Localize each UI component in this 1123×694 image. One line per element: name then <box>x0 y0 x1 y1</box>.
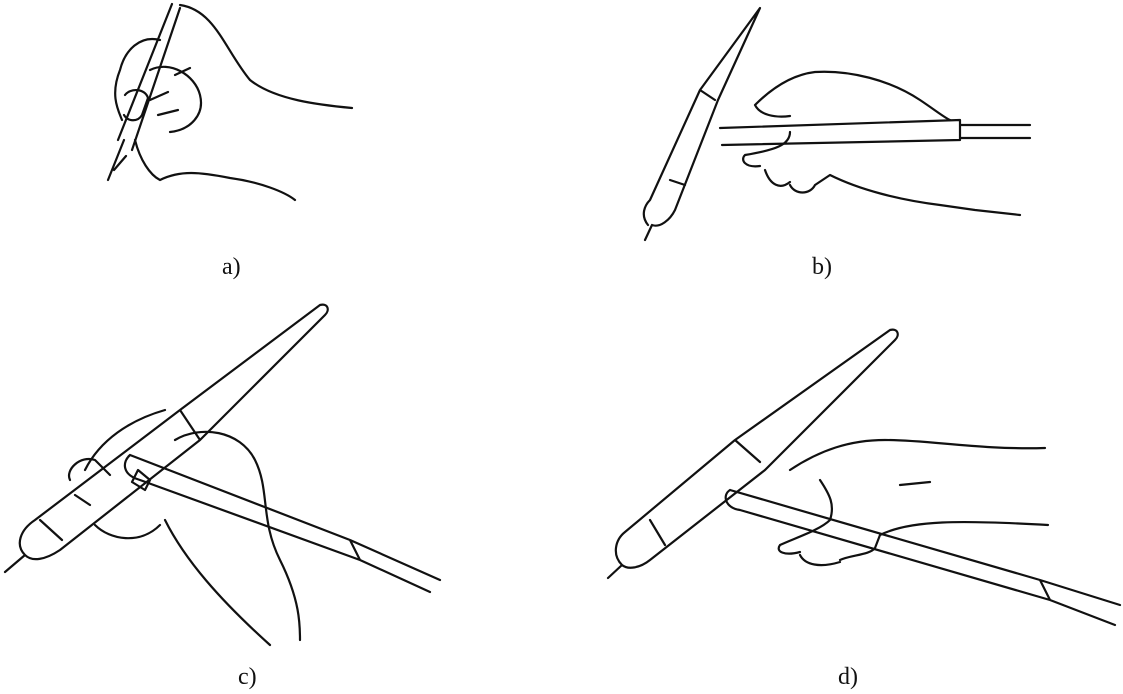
panel-a-drawing <box>106 2 354 202</box>
panel-d-label: d) <box>838 664 858 690</box>
panel-d-tube <box>724 488 1122 627</box>
panel-a-pen <box>106 2 182 182</box>
panel-c-pen <box>3 303 329 574</box>
panel-b-hand <box>742 70 1022 217</box>
panel-c-hand <box>67 408 302 647</box>
panel-d-pen <box>606 328 899 580</box>
panel-b-drawing <box>642 6 1032 242</box>
panel-c-drawing <box>3 303 442 647</box>
panel-b-tube <box>718 118 1032 147</box>
panel-c-label: c) <box>238 664 257 690</box>
panel-b-pen <box>642 6 762 242</box>
panel-a-label: a) <box>222 254 241 280</box>
panel-a-hand <box>114 3 354 202</box>
panel-d-drawing <box>606 328 1122 627</box>
panel-d-hand <box>777 438 1050 567</box>
panel-c-tube <box>123 453 442 594</box>
panel-b-label: b) <box>812 254 832 280</box>
